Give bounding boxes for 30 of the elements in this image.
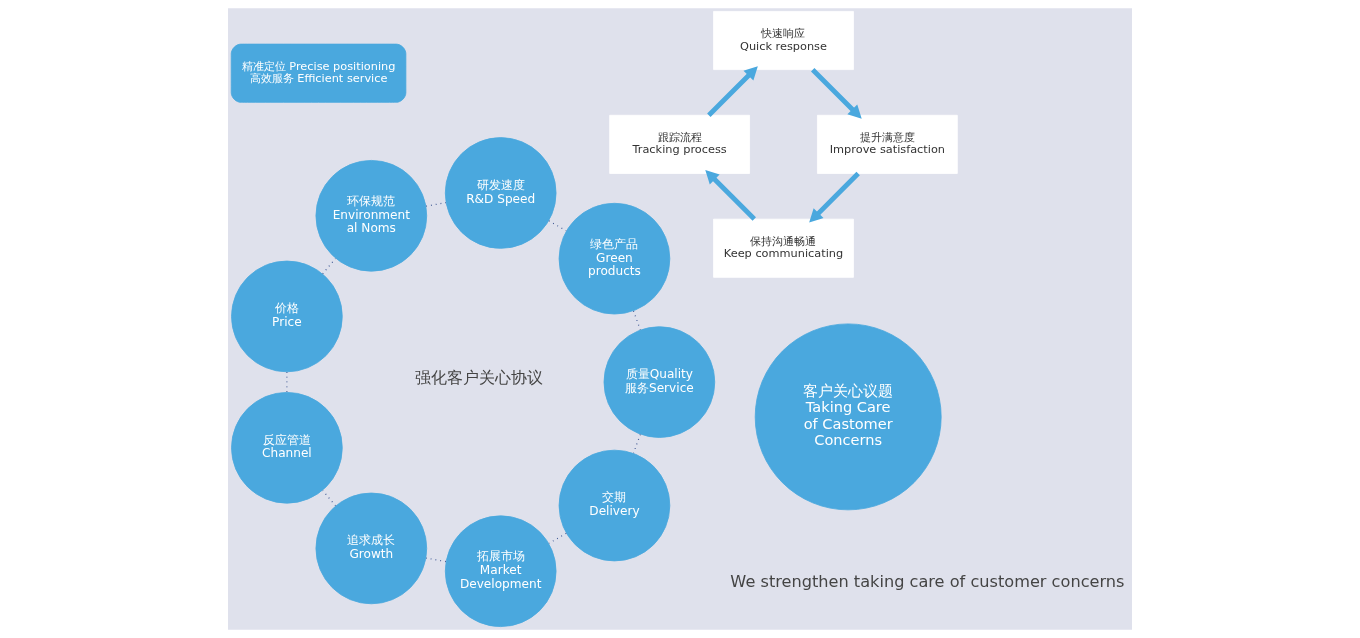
node-circle: 交期 Delivery: [558, 449, 671, 562]
node-box: 提升满意度 Improve satisfaction: [817, 114, 958, 174]
node-circle: 质量Quality 服务Service: [603, 326, 716, 438]
node-circle: 环保规范 Environment al Noms: [315, 160, 428, 272]
arrow: [705, 170, 756, 221]
connector: [425, 202, 447, 207]
node-box: 精准定位 Precise positioning 高效服务 Efficient service: [230, 43, 407, 103]
node-circle: 拓展市场 Market Development: [444, 515, 557, 627]
connector: [548, 532, 567, 544]
connector: [632, 310, 641, 331]
label: We strengthen taking care of customer concerns: [730, 571, 1125, 591]
node-circle: 价格 Price: [231, 260, 343, 373]
connector: [548, 220, 567, 232]
node-circle: 绿色产品 Green products: [558, 202, 671, 315]
node-circle: 追求成长 Growth: [315, 492, 428, 605]
arrow: [809, 171, 860, 223]
arrow: [707, 66, 758, 117]
arrow: [811, 68, 862, 119]
connector: [632, 433, 641, 454]
connector: [322, 489, 337, 507]
label: 强化客户关心协议: [414, 367, 543, 387]
node-box: 快速响应 Quick response: [713, 11, 854, 70]
connector: [286, 371, 288, 393]
node-circle: 研发速度 R&D Speed: [444, 137, 557, 249]
node-circle: 反应管道 Channel: [231, 392, 343, 504]
node-box: 保持沟通畅通 Keep communicating: [713, 218, 854, 278]
connector: [322, 257, 337, 275]
node-box: 跟踪流程 Tracking process: [609, 114, 750, 174]
node-circle: 客户关心议题 Taking Care of Castomer Concerns: [754, 323, 942, 511]
connector: [425, 557, 447, 563]
